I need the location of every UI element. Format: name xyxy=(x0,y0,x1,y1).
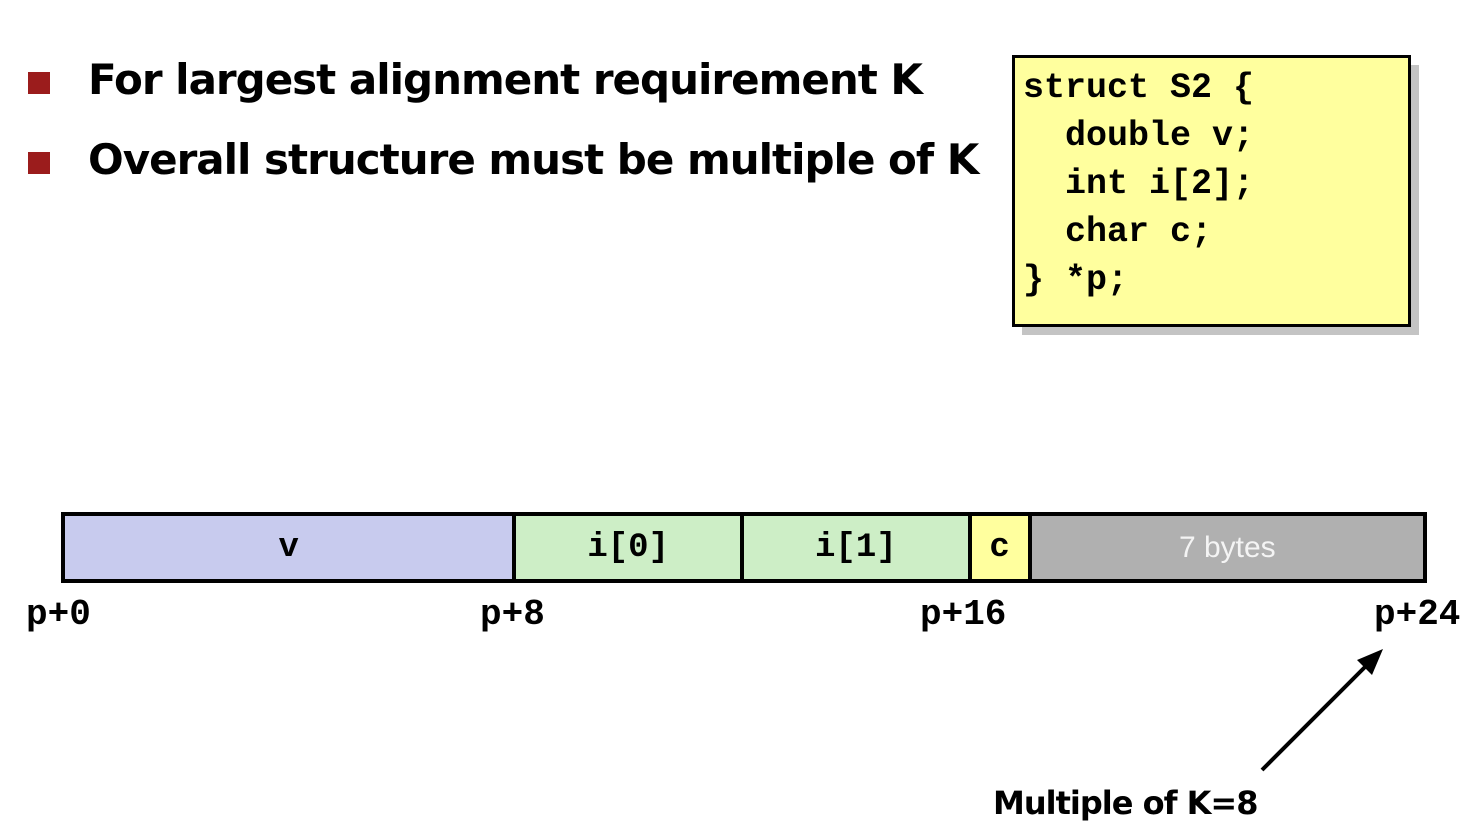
multiple-note: Multiple of K=8 xyxy=(993,784,1258,822)
memory-cell-v: v xyxy=(65,516,517,579)
bullet-text: Overall structure must be multiple of K xyxy=(88,135,979,184)
address-label: p+24 xyxy=(1374,594,1461,635)
bullet-square-icon xyxy=(28,152,50,174)
code-line: double v; xyxy=(1023,116,1255,156)
memory-cell-c: c xyxy=(971,516,1032,579)
address-label: p+0 xyxy=(26,594,91,635)
memory-layout-bar: v i[0] i[1] c 7 bytes xyxy=(61,512,1427,583)
memory-cell-i0: i[0] xyxy=(516,516,744,579)
memory-cell-i1: i[1] xyxy=(744,516,972,579)
code-line: struct S2 { xyxy=(1023,68,1255,108)
code-line: int i[2]; xyxy=(1023,164,1255,204)
code-box: struct S2 { double v; int i[2]; char c; … xyxy=(1012,55,1411,327)
address-label: p+8 xyxy=(480,594,545,635)
bullet-square-icon xyxy=(28,72,50,94)
memory-cell-padding: 7 bytes xyxy=(1031,516,1424,579)
code-line: } *p; xyxy=(1023,260,1129,300)
bullet-text: For largest alignment requirement K xyxy=(88,55,923,104)
address-label: p+16 xyxy=(920,594,1007,635)
code-line: char c; xyxy=(1023,212,1213,252)
